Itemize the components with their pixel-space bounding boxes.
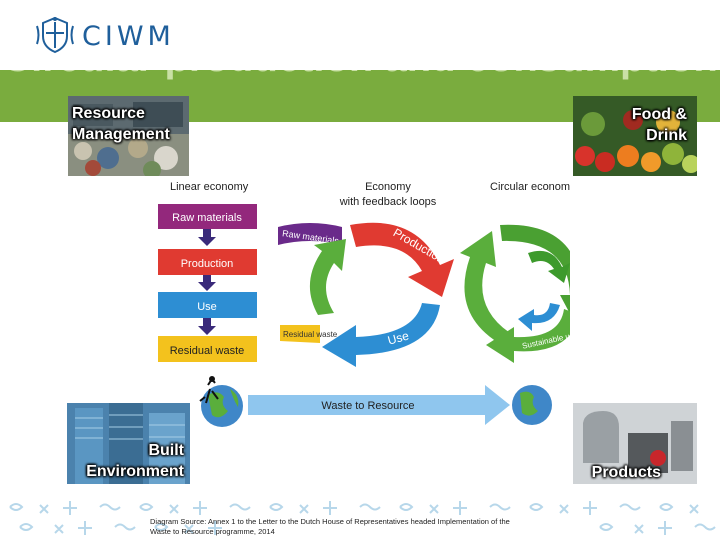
food-drink-label: Food & Drink (573, 104, 687, 146)
waste-to-resource-arrow (248, 385, 510, 425)
vegetables-image (573, 96, 697, 176)
built-environment-label: Built Environment (67, 440, 184, 482)
ciwm-crest-icon (36, 16, 74, 54)
figure-head-icon (209, 376, 215, 382)
built-environment-photo (67, 403, 190, 484)
feedback-residual-waste-arrow (280, 325, 320, 343)
right-globe-land (520, 391, 538, 416)
linear-use-box (158, 292, 257, 318)
circular-inner-green-arrow (528, 250, 570, 283)
circular-inner-blue-arrow (518, 303, 560, 331)
resource-management-photo (68, 96, 189, 176)
caption-line-1: Diagram Source: Annex 1 to the Letter to… (150, 517, 510, 526)
appliances-image (573, 403, 697, 484)
feedback-recycling-arrow (309, 239, 346, 315)
built-environment-line-2: Environment (86, 463, 184, 480)
waste-pile-image (68, 96, 189, 176)
header (0, 0, 720, 70)
products-label: Products (591, 464, 661, 481)
feedback-raw-materials-arrow (278, 223, 342, 245)
linear-residual-waste-label: Residual waste (170, 345, 245, 357)
linear-arrow-1 (198, 229, 216, 246)
feedback-title-line-1: Economy (365, 181, 411, 193)
diagram-source-caption: Diagram Source: Annex 1 to the Letter to… (150, 517, 550, 537)
circular-economy-title: Circular economy (490, 181, 570, 193)
linear-raw-materials-label: Raw materials (172, 212, 242, 224)
circular-production-arrow (500, 224, 570, 314)
products-photo (573, 403, 697, 484)
caption-line-2: Waste to Resource programme, 2014 (150, 527, 275, 536)
linear-arrow-3 (198, 318, 216, 335)
built-environment-line-1: Built (148, 442, 184, 459)
resource-management-label: Resource Management (72, 103, 170, 145)
feedback-production-arrow (350, 222, 454, 297)
circular-recycling-label: Recycling (488, 264, 508, 300)
circular-use-arrow (486, 309, 570, 363)
linear-arrow-2 (198, 275, 216, 291)
food-drink-photo (573, 96, 697, 176)
logo-text: CIWM (82, 21, 175, 52)
feedback-title-line-2: with feedback loops (339, 196, 437, 208)
food-drink-line-1: Food & (631, 106, 687, 123)
buildings-image (67, 403, 190, 484)
feedback-residual-waste-label: Residual waste (283, 330, 338, 339)
linear-residual-waste-box (158, 336, 257, 362)
food-drink-line-2: Drink (646, 127, 687, 144)
feedback-use-arrow (322, 303, 440, 367)
linear-economy-title: Linear economy (170, 181, 249, 193)
feedback-use-label: Use (386, 328, 411, 347)
linear-use-label: Use (197, 301, 217, 313)
circular-recycling-arrow (460, 231, 510, 345)
decorative-pattern (9, 501, 716, 535)
economy-diagram: Linear economy Economy with feedback loo… (158, 181, 570, 427)
resource-management-line-1: Resource (72, 105, 145, 122)
page-title: Circular production and consumption (0, 70, 720, 81)
waste-to-resource-label: Waste to Resource (321, 400, 414, 412)
linear-production-box (158, 249, 257, 275)
linear-production-label: Production (181, 258, 234, 270)
linear-raw-materials-box (158, 204, 257, 229)
resource-management-line-2: Management (72, 126, 170, 143)
